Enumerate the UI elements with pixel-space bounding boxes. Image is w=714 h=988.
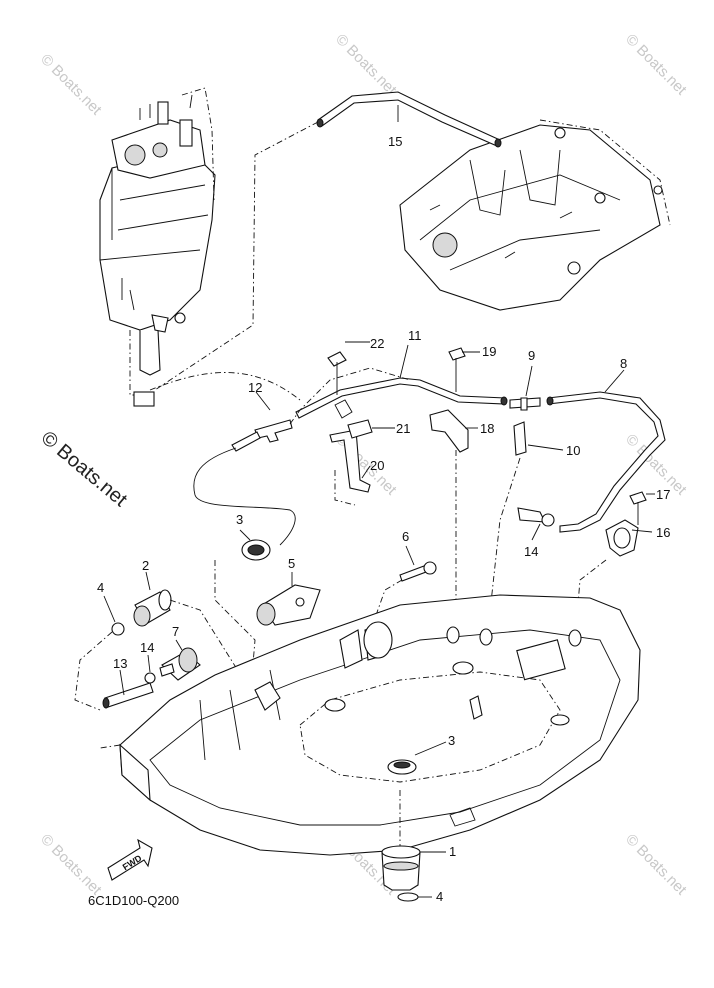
hose-11-12-assembly: [149, 367, 508, 546]
callout-14-left: 14: [140, 640, 154, 655]
watermark-large: © Boats.net: [37, 427, 132, 511]
callout-9: 9: [528, 348, 535, 363]
callout-13: 13: [113, 656, 127, 671]
fwd-arrow-icon: FWD: [107, 838, 153, 881]
callout-14-right: 14: [524, 544, 538, 559]
leader-lines: [103, 105, 655, 898]
callout-11: 11: [408, 328, 422, 343]
callout-21: 21: [396, 421, 410, 436]
callout-16: 16: [656, 525, 670, 540]
upper-casing-illustration: [399, 119, 671, 311]
fitting-2-and-clip-4: [74, 589, 266, 711]
callout-4-upper: 4: [97, 580, 104, 595]
callout-8: 8: [620, 356, 627, 371]
diagram-code: 6C1D100-Q200: [88, 893, 179, 908]
bracket-20-21-22: [327, 351, 373, 506]
callout-5: 5: [288, 556, 295, 571]
callout-22: 22: [370, 336, 384, 351]
callout-19: 19: [482, 344, 496, 359]
grommet-3-upper: [241, 539, 271, 561]
hose-8-joint-9-10: [487, 391, 666, 631]
callout-7: 7: [172, 624, 179, 639]
engine-block-illustration: [99, 87, 216, 407]
callout-2: 2: [142, 558, 149, 573]
watermark-text: © Boats.net: [622, 31, 690, 99]
callout-4-lower: 4: [436, 889, 443, 904]
watermark-text: © Boats.net: [332, 31, 400, 99]
callout-18: 18: [480, 421, 494, 436]
callout-3-lower: 3: [448, 733, 455, 748]
clamp-16-bolt-17: [574, 491, 647, 746]
callout-10: 10: [566, 443, 580, 458]
callout-12: 12: [248, 380, 262, 395]
drain-1-clip-4-lower: [381, 845, 421, 902]
callout-3-upper: 3: [236, 512, 243, 527]
bottom-cowling-illustration: [99, 594, 641, 860]
watermark-text: © Boats.net: [622, 831, 690, 899]
watermark-text: © Boats.net: [37, 51, 105, 119]
watermark-text: © Boats.net: [37, 831, 105, 899]
bracket-18-19: [429, 347, 469, 620]
callout-1: 1: [449, 844, 456, 859]
hose-15: [154, 91, 502, 391]
fitting-5: [214, 560, 321, 701]
callout-15: 15: [388, 134, 402, 149]
callout-20: 20: [370, 458, 384, 473]
callout-labels: 15 11 22 19 9 8 12 21 18 10 20 17 3 16 6…: [97, 134, 670, 904]
callout-6: 6: [402, 529, 409, 544]
hose-13-fitting-7: [102, 647, 201, 709]
grommet-3-lower: [387, 759, 417, 775]
callout-17: 17: [656, 487, 670, 502]
